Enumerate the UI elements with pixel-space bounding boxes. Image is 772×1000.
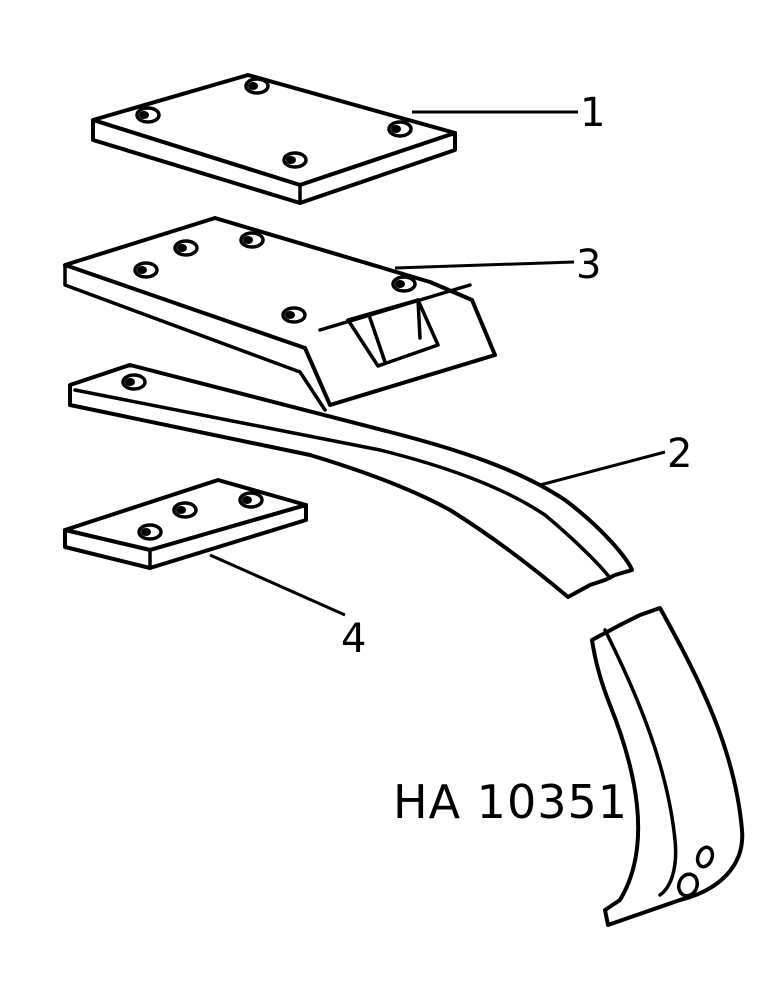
callout-1: 1 — [580, 90, 605, 136]
part-1-holes — [135, 77, 413, 169]
part-4-plate — [63, 478, 308, 570]
part-2-shank-upper — [68, 363, 634, 599]
leader-lines — [209, 110, 666, 617]
part-4-holes — [137, 491, 264, 541]
callout-2: 2 — [667, 431, 692, 477]
figure-id: HA 10351 — [393, 775, 628, 829]
callout-4: 4 — [341, 616, 366, 662]
part-2-hole — [121, 373, 147, 391]
part-2-point-holes — [676, 845, 715, 898]
part-3-slot — [346, 298, 440, 368]
part-1-plate — [91, 73, 457, 205]
part-3-holes — [133, 231, 417, 324]
part-2-point-lower — [590, 606, 745, 927]
callout-3: 3 — [576, 242, 601, 288]
part-3-bracket — [63, 216, 497, 412]
